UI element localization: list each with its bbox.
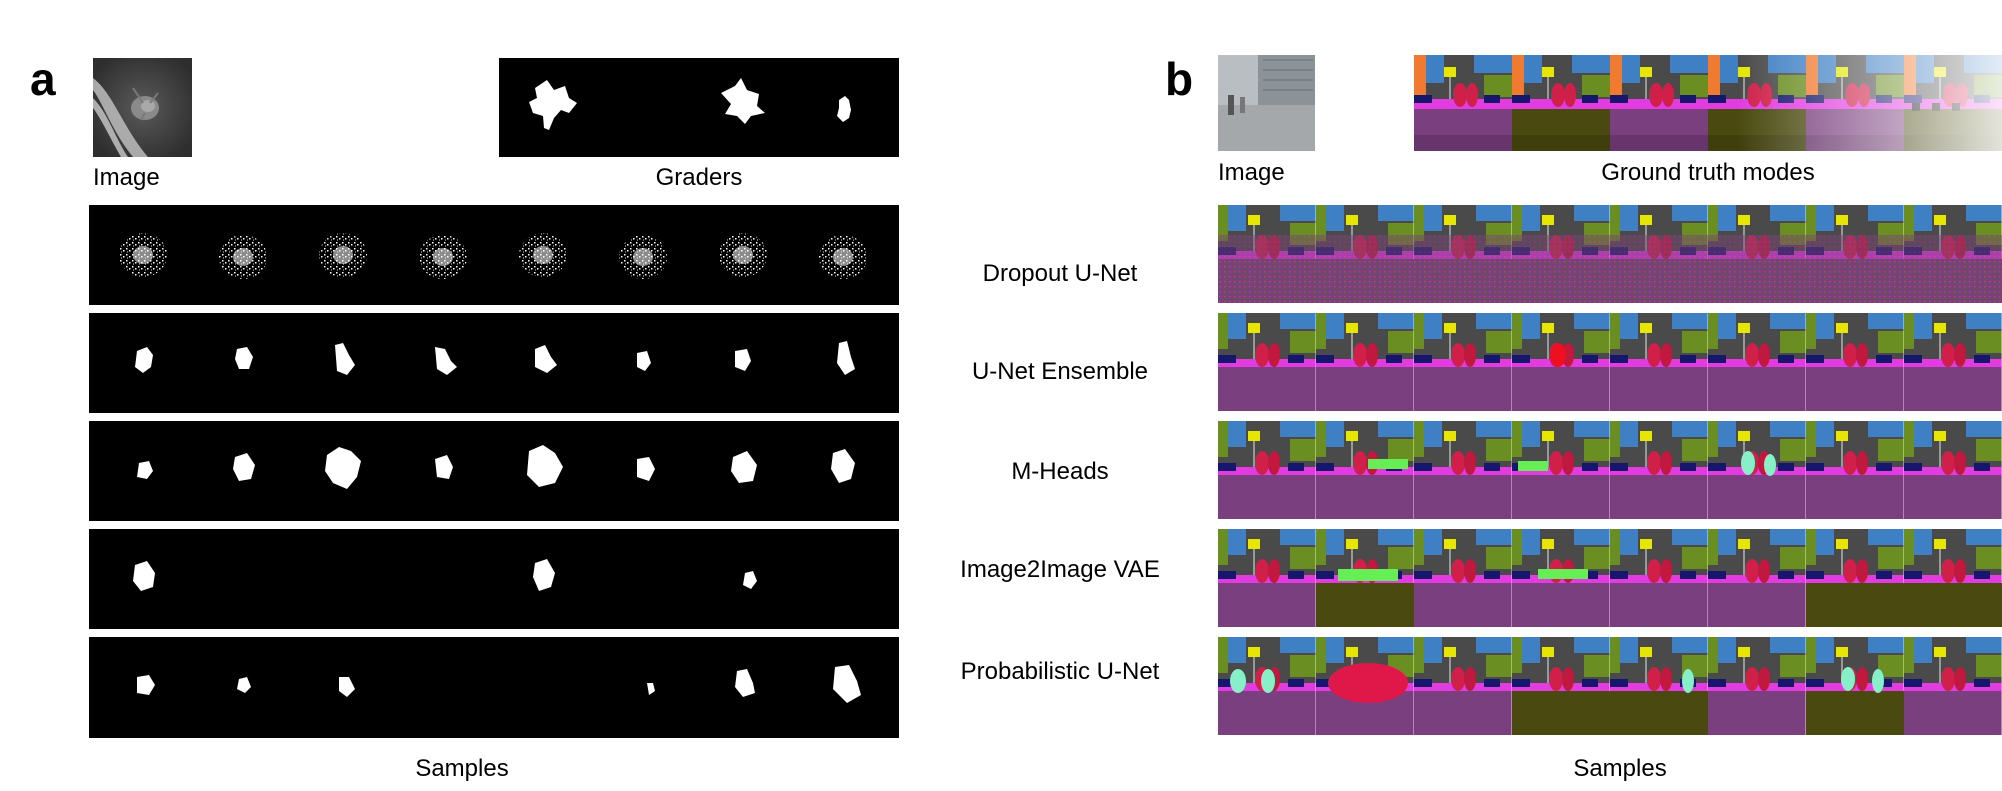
method-label-image2image-vae: Image2Image VAE [960, 556, 1160, 583]
method-label-m-heads: M-Heads [1011, 458, 1109, 485]
ground-truth-caption: Ground truth modes [1601, 159, 1815, 186]
city-image [1218, 55, 1315, 151]
method-label-dropout-unet: Dropout U-Net [982, 260, 1138, 287]
method-label-unet-ensemble: U-Net Ensemble [971, 358, 1149, 385]
panel-a-letter: a [30, 53, 56, 105]
panel-b-samples-caption: Samples [1573, 755, 1667, 782]
city-strip-probabilistic-unet [1218, 637, 2002, 735]
sample-strip-dropout [89, 205, 899, 305]
panel-b-image-caption: Image [1218, 159, 1285, 186]
graders-strip [499, 58, 899, 157]
city-strip-unet-ensemble [1218, 313, 2002, 411]
ground-truth-modes-strip [1414, 55, 2002, 151]
sample-strip-probabilistic [89, 637, 899, 738]
graders-caption: Graders [655, 164, 743, 191]
panel-a-image-caption: Image [93, 164, 160, 191]
method-label-probabilistic-unet: Probabilistic U-Net [960, 658, 1160, 685]
ct-image [93, 58, 192, 157]
panel-a-samples-caption: Samples [415, 755, 509, 782]
sample-strip-vae [89, 529, 899, 629]
city-strip-dropout-unet [1218, 205, 2002, 303]
panel-b-letter: b [1165, 53, 1194, 105]
city-strip-image2image-vae [1218, 529, 2002, 627]
sample-strip-mheads [89, 421, 899, 521]
city-strip-m-heads [1218, 421, 2002, 519]
sample-strip-ensemble [89, 313, 899, 413]
